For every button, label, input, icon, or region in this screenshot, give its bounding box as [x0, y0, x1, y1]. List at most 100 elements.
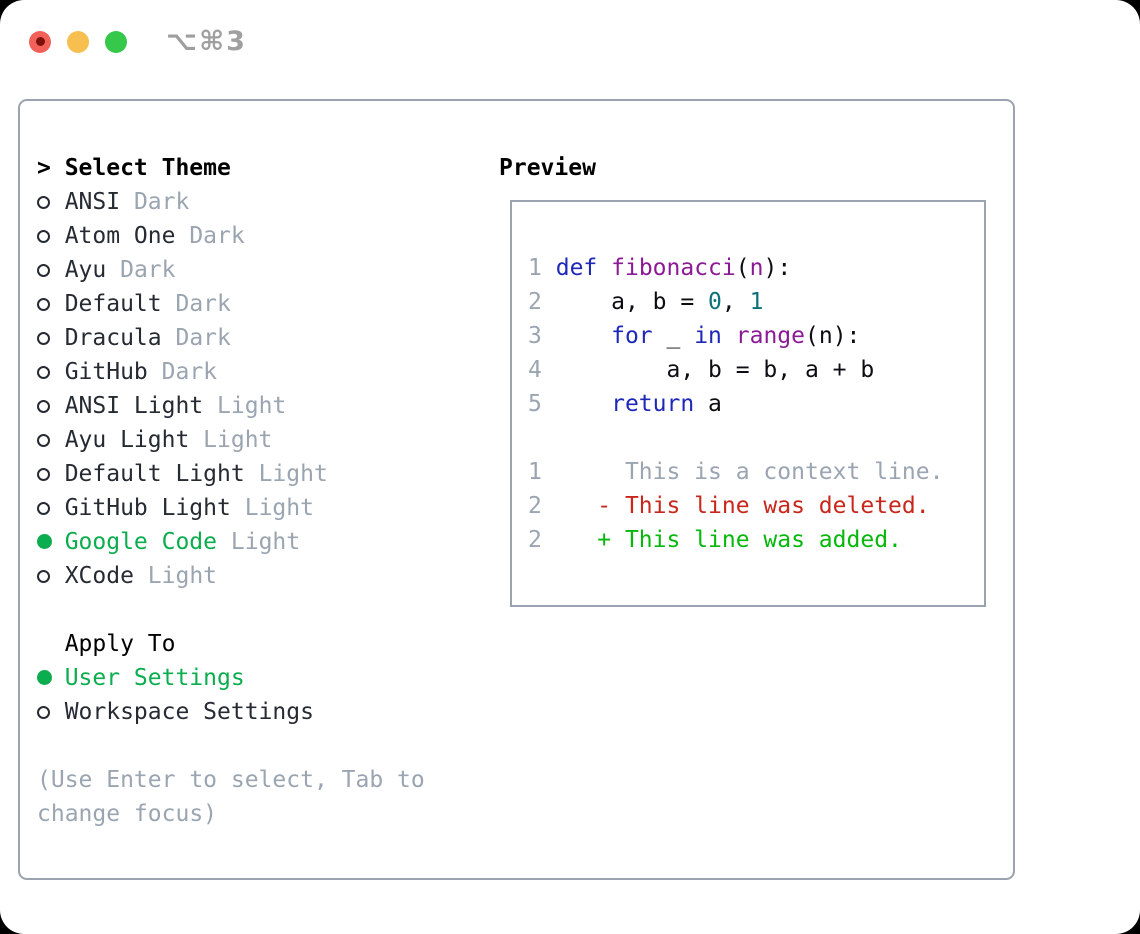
code-line: 2 + This line was added. — [528, 523, 984, 557]
radio-icon — [37, 287, 65, 321]
code-seg-del: - This line was deleted. — [597, 493, 930, 519]
code-seg-pl: _ — [652, 323, 695, 349]
circle-glyph — [37, 366, 50, 379]
unsaved-changes-dot-icon — [35, 37, 45, 46]
theme-variant: Light — [147, 563, 218, 589]
theme-option-default-light[interactable]: Default Light Light — [37, 457, 1013, 491]
theme-option-ansi-light[interactable]: ANSI Light Light — [37, 389, 1013, 423]
radio-icon — [37, 491, 65, 525]
code-seg-kw: in — [694, 323, 722, 349]
theme-variant: Dark — [175, 325, 231, 351]
select-theme-header: > Select Theme — [37, 151, 1013, 185]
prompt-caret-icon: > — [37, 155, 51, 181]
theme-option-dracula[interactable]: Dracula Dark — [37, 321, 1013, 355]
circle-glyph — [37, 534, 52, 549]
theme-name: Ayu Light — [64, 427, 190, 453]
circle-glyph — [37, 706, 50, 719]
code-seg-add: + This line was added. — [597, 527, 902, 553]
theme-name: GitHub — [64, 359, 148, 385]
theme-variant: Dark — [189, 223, 245, 249]
theme-name: ANSI — [64, 189, 121, 215]
code-line: 1 This is a context line. — [528, 455, 984, 489]
circle-glyph — [37, 502, 50, 515]
theme-option-atom-one[interactable]: Atom One Dark — [37, 219, 1013, 253]
theme-name: GitHub Light — [64, 495, 231, 521]
help-line-2: change focus) — [37, 801, 218, 827]
code-seg-ln: 4 — [528, 357, 542, 383]
theme-name: Default Light — [64, 461, 245, 487]
code-seg-kw: for — [611, 323, 653, 349]
code-seg-pl — [722, 323, 736, 349]
code-seg-pl — [542, 323, 611, 349]
apply-option-workspace-settings[interactable]: Workspace Settings — [37, 695, 1013, 729]
code-seg-pl — [542, 493, 597, 519]
theme-option-default[interactable]: Default Dark — [37, 287, 1013, 321]
code-seg-ln: 3 — [528, 323, 542, 349]
code-line: 2 a, b = 0, 1 — [528, 285, 984, 319]
theme-variant: Light — [258, 461, 328, 487]
apply-to-label: Apply To — [64, 631, 176, 657]
code-seg-fn: fibonacci — [611, 255, 736, 281]
theme-variant: Dark — [120, 257, 176, 283]
preview-header: Preview — [499, 155, 596, 181]
theme-option-github[interactable]: GitHub Dark — [37, 355, 1013, 389]
code-seg-kw: return — [611, 391, 695, 417]
circle-glyph — [37, 434, 50, 447]
theme-name: Dracula — [64, 325, 162, 351]
code-seg-ln: 2 — [528, 493, 542, 519]
code-seg-pl: a — [694, 391, 722, 417]
theme-option-google-code[interactable]: Google Code Light — [37, 525, 1013, 559]
radio-icon — [37, 423, 65, 457]
titlebar: ⌥⌘3 — [29, 26, 247, 57]
theme-variant: Dark — [175, 291, 231, 317]
theme-name: ANSI Light — [64, 393, 204, 419]
apply-to-header: Apply To — [37, 627, 1013, 661]
help-text: (Use Enter to select, Tab to change focu… — [37, 763, 1013, 831]
code-seg-pl — [542, 391, 611, 417]
radio-selected-icon — [37, 661, 65, 695]
theme-option-ayu-light[interactable]: Ayu Light Light — [37, 423, 1013, 457]
circle-glyph — [37, 332, 50, 345]
theme-option-xcode[interactable]: XCode Light — [37, 559, 1013, 593]
circle-glyph — [37, 570, 50, 583]
apply-option-label: User Settings — [64, 665, 245, 691]
code-seg-nm: 0 — [708, 289, 722, 315]
code-line: 2 - This line was deleted. — [528, 489, 984, 523]
code-seg-pl — [542, 527, 597, 553]
apply-option-label: Workspace Settings — [64, 699, 314, 725]
apply-option-user-settings[interactable]: User Settings — [37, 661, 1013, 695]
code-seg-fn: n — [749, 255, 764, 281]
circle-glyph — [37, 264, 50, 277]
code-seg-ln: 1 — [528, 459, 542, 485]
radio-icon — [37, 253, 65, 287]
theme-option-ayu[interactable]: Ayu Dark — [37, 253, 1013, 287]
radio-icon — [37, 355, 65, 389]
preview-section: Preview 1 def fibonacci(n):2 a, b = 0, 1… — [499, 151, 986, 607]
radio-selected-icon — [37, 525, 65, 559]
maximize-button[interactable] — [105, 30, 127, 53]
theme-variant: Light — [217, 393, 287, 419]
window-title: ⌥⌘3 — [166, 26, 247, 57]
theme-name: Google Code — [64, 529, 218, 555]
theme-variant: Light — [203, 427, 273, 453]
theme-variant: Dark — [133, 189, 190, 215]
theme-option-github-light[interactable]: GitHub Light Light — [37, 491, 1013, 525]
minimize-button[interactable] — [67, 30, 89, 53]
code-line: 3 for _ in range(n): — [528, 319, 984, 353]
theme-option-ansi[interactable]: ANSI Dark — [37, 185, 1013, 219]
help-line-1: (Use Enter to select, Tab to — [37, 767, 425, 793]
circle-glyph — [37, 400, 50, 413]
select-theme-label: Select Theme — [64, 155, 231, 181]
circle-glyph — [37, 298, 50, 311]
close-button[interactable] — [29, 30, 51, 53]
radio-icon — [37, 695, 65, 729]
circle-glyph — [37, 468, 50, 481]
spacer — [37, 729, 1013, 763]
code-seg-ln: 2 — [528, 289, 542, 315]
code-seg-pl: , — [721, 289, 750, 315]
code-seg-nm: 1 — [749, 289, 764, 315]
code-seg-ln: 2 — [528, 527, 542, 553]
theme-variant: Dark — [161, 359, 218, 385]
